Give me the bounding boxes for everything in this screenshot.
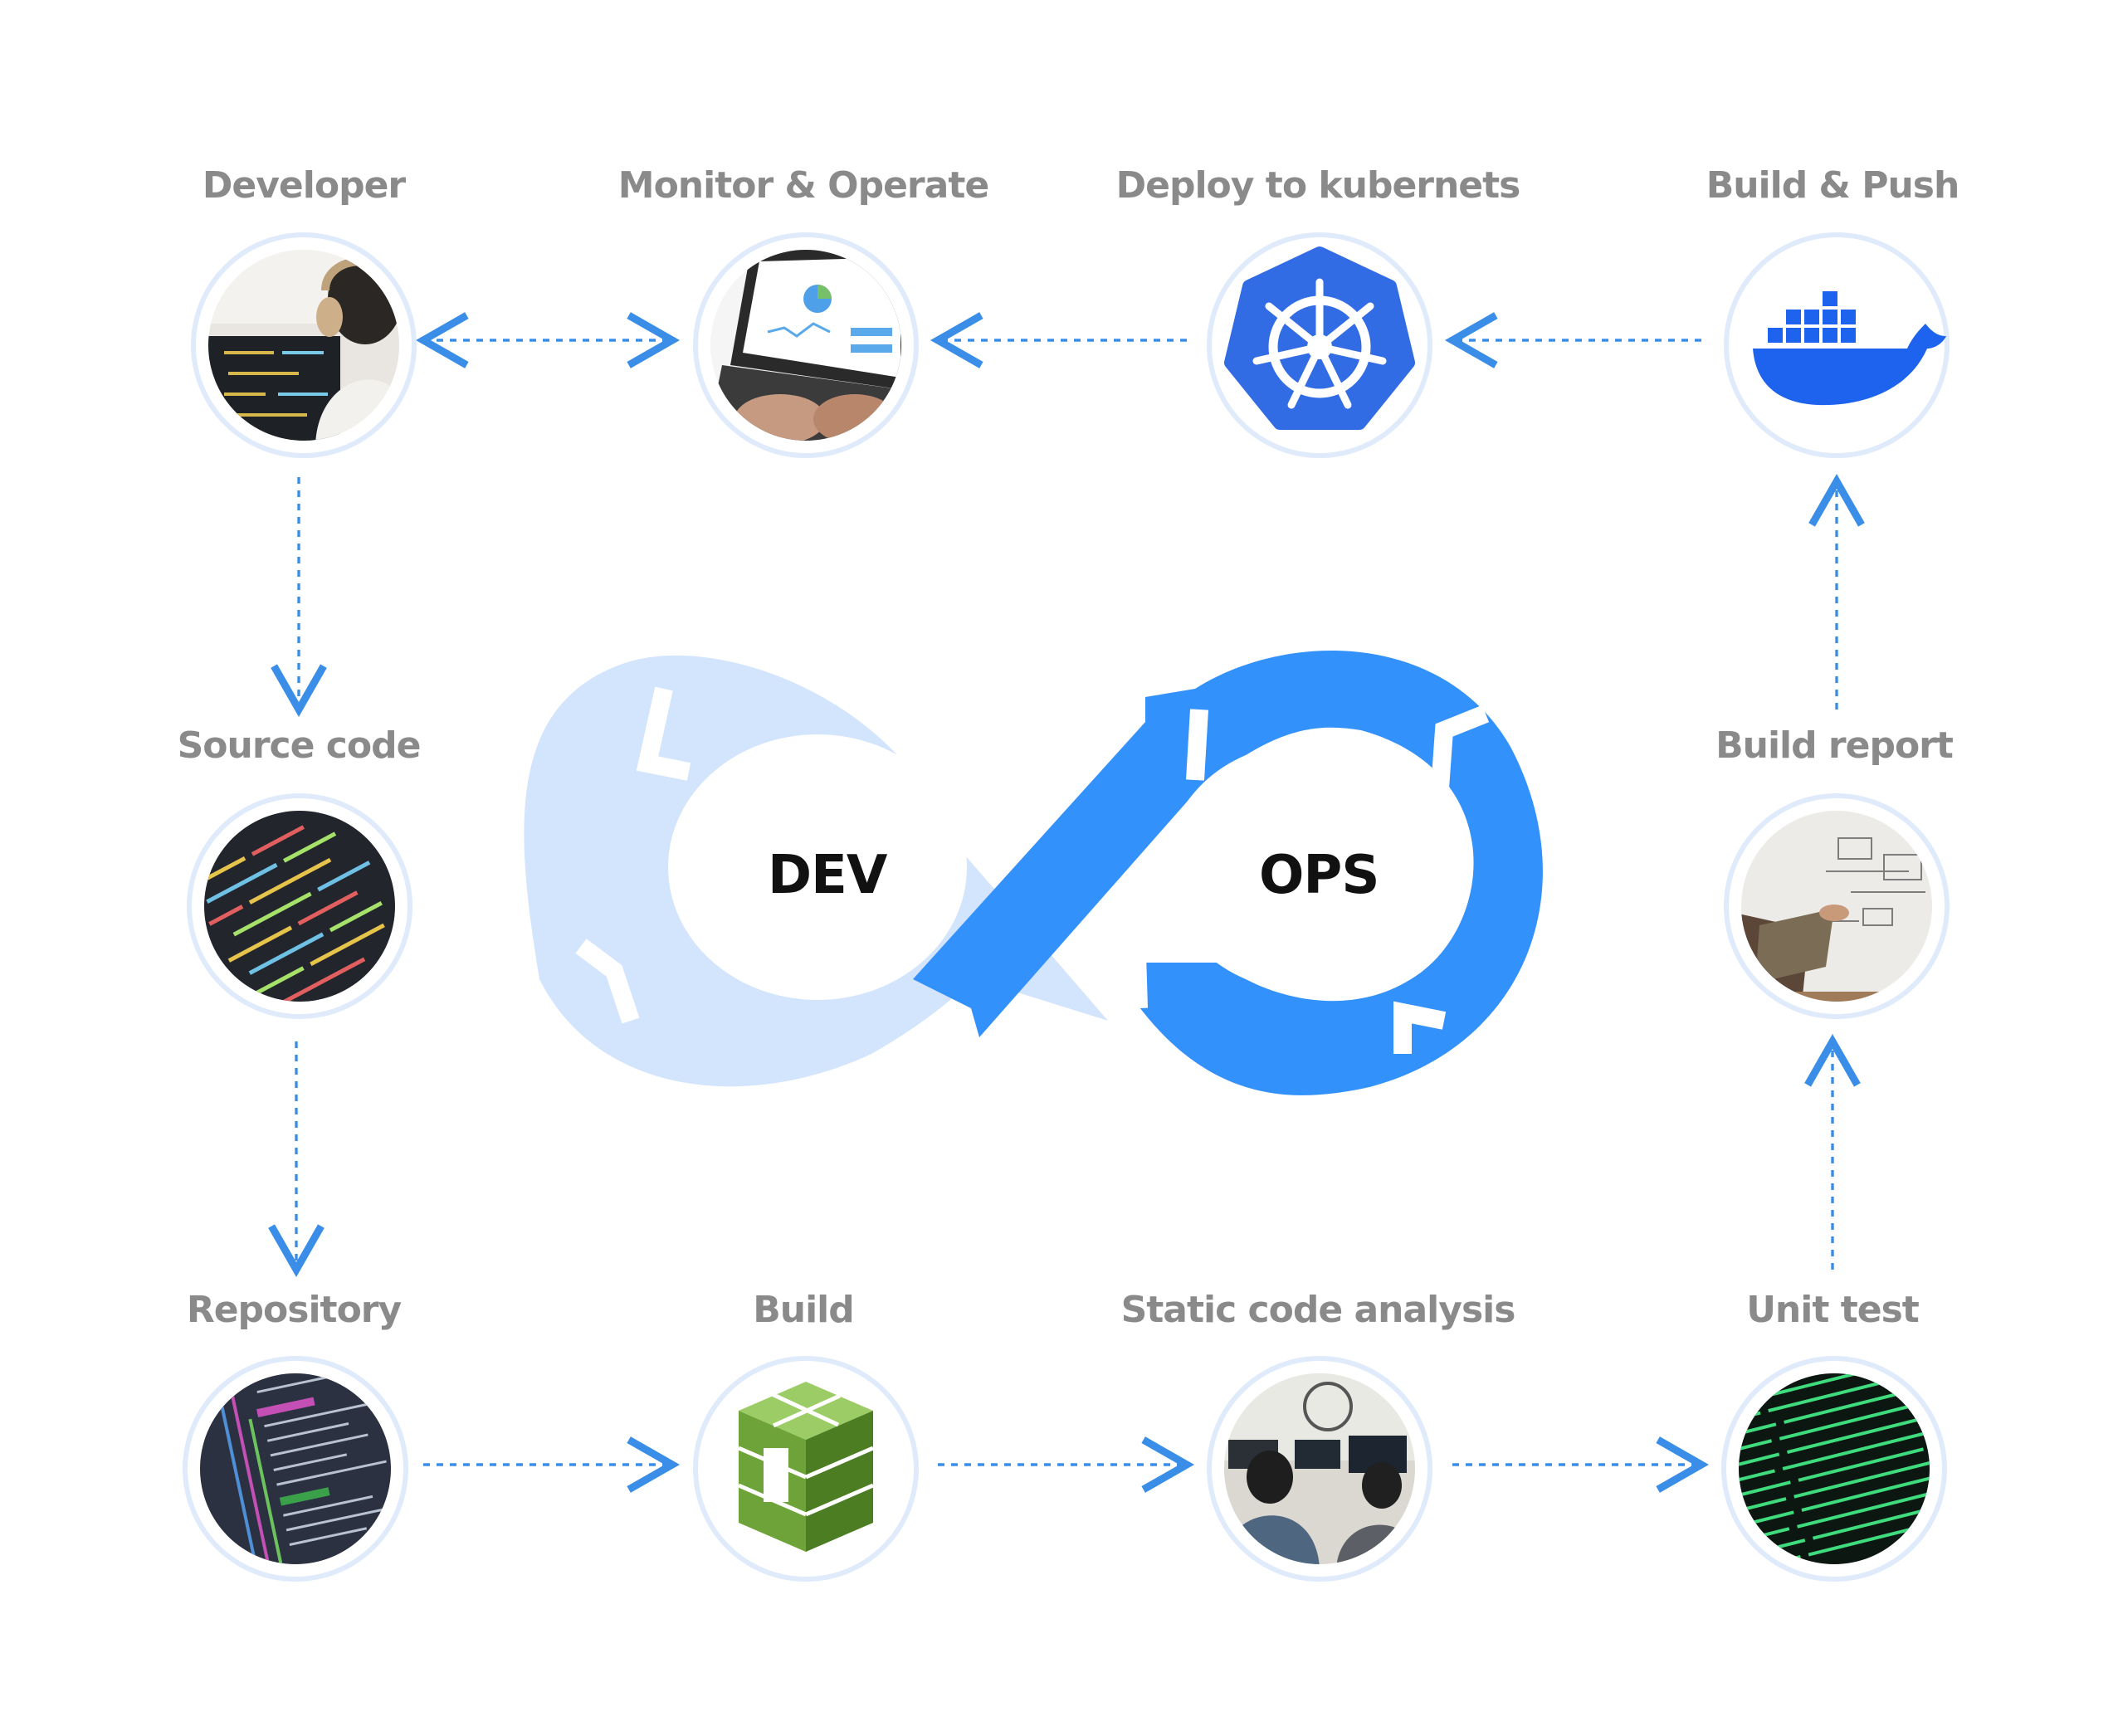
kubernetes-helm-icon [1224,246,1415,430]
stage-label-developer: Developer [202,164,406,207]
stage-label-build-push: Build & Push [1706,164,1960,207]
stage-label-unit-test: Unit test [1746,1289,1920,1331]
static-analysis-node [1207,1356,1432,1582]
ops-label: OPS [1259,845,1379,906]
repository-node [183,1356,408,1582]
build-report-node [1724,793,1950,1019]
laptop-dashboard-photo [710,250,901,441]
terminal-output-photo [1739,1373,1930,1564]
dev-label: DEV [768,845,887,906]
ops-loop [913,651,1543,1095]
git-log-photo [200,1373,391,1564]
stage-label-monitor: Monitor & Operate [617,164,989,207]
build-push-node [1724,232,1950,458]
whiteboard-photo [1741,811,1932,1002]
monitor-node [693,232,919,458]
source-node [187,793,412,1019]
code-screen-photo [204,811,395,1002]
developer-node [191,232,417,458]
docker-whale-icon [1753,291,1946,406]
stage-label-source: Source code [177,724,422,767]
aws-codebuild-icon [738,1382,874,1552]
stage-label-build: Build [753,1289,855,1331]
build-node [693,1356,919,1582]
stage-label-build-report: Build report [1715,724,1954,767]
deploy-node [1207,232,1432,458]
stage-label-static-analysis: Static code analysis [1120,1289,1516,1331]
stage-label-repository: Repository [186,1289,402,1331]
stage-label-deploy: Deploy to kubernets [1115,164,1521,207]
unit-test-node [1721,1356,1947,1582]
